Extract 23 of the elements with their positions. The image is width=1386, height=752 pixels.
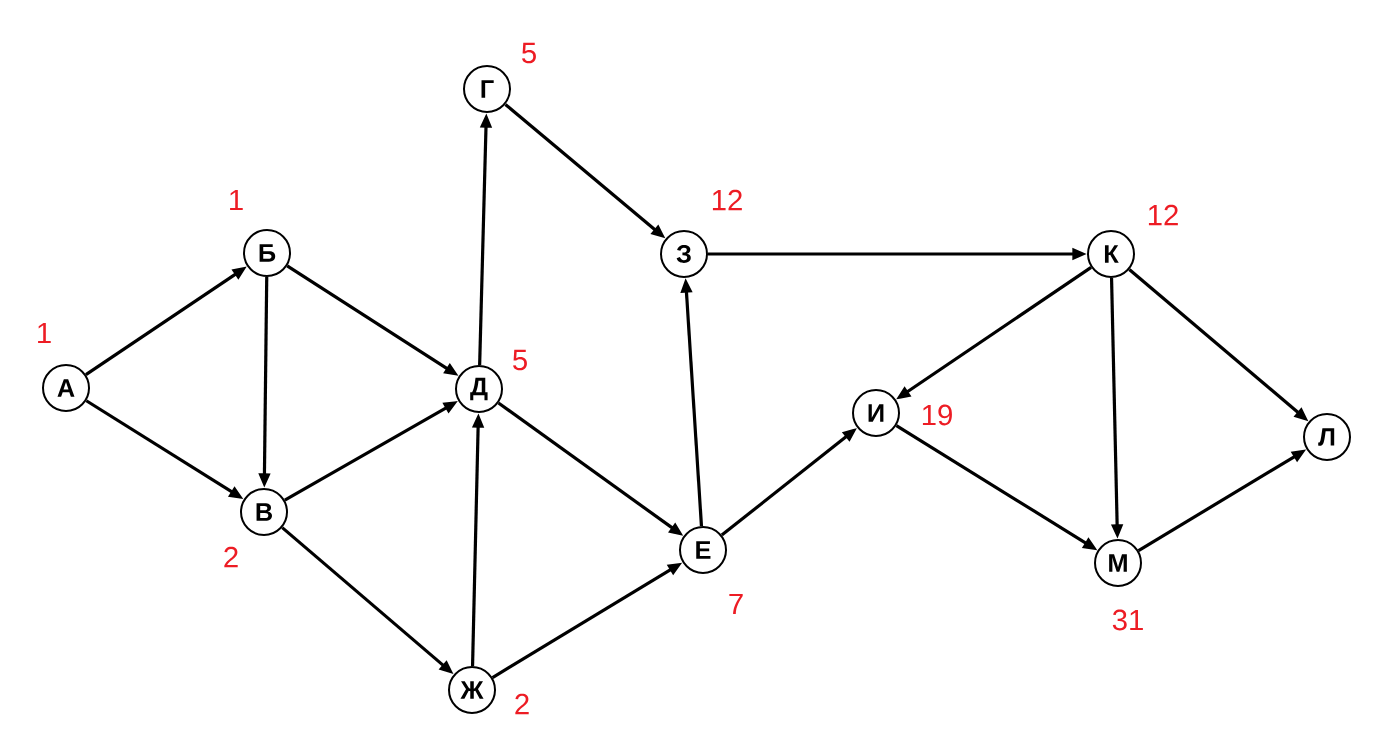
node-value: 31 — [1112, 609, 1143, 631]
graph-node: А — [42, 364, 90, 412]
graph-node: В — [240, 488, 288, 536]
graph-node: Ж — [448, 666, 496, 714]
node-value: 5 — [522, 42, 536, 64]
graph-node: Д — [455, 365, 503, 413]
node-value: 2 — [224, 546, 238, 568]
graph-node: Е — [679, 526, 727, 574]
node-value: 1 — [230, 189, 243, 211]
graph-node: Г — [463, 65, 511, 113]
node-value: 5 — [513, 349, 527, 371]
node-value: 2 — [515, 693, 529, 715]
graph-node: И — [852, 389, 900, 437]
graph-node: З — [660, 230, 708, 278]
graph-node: Б — [243, 229, 291, 277]
graph-node: М — [1094, 539, 1142, 587]
node-value: 12 — [1148, 204, 1178, 226]
node-value: 19 — [922, 404, 952, 426]
graph-node: К — [1087, 230, 1135, 278]
node-value: 1 — [38, 322, 51, 344]
node-value: 7 — [729, 593, 743, 615]
graph-node: Л — [1303, 413, 1351, 461]
node-value: 12 — [712, 189, 742, 211]
